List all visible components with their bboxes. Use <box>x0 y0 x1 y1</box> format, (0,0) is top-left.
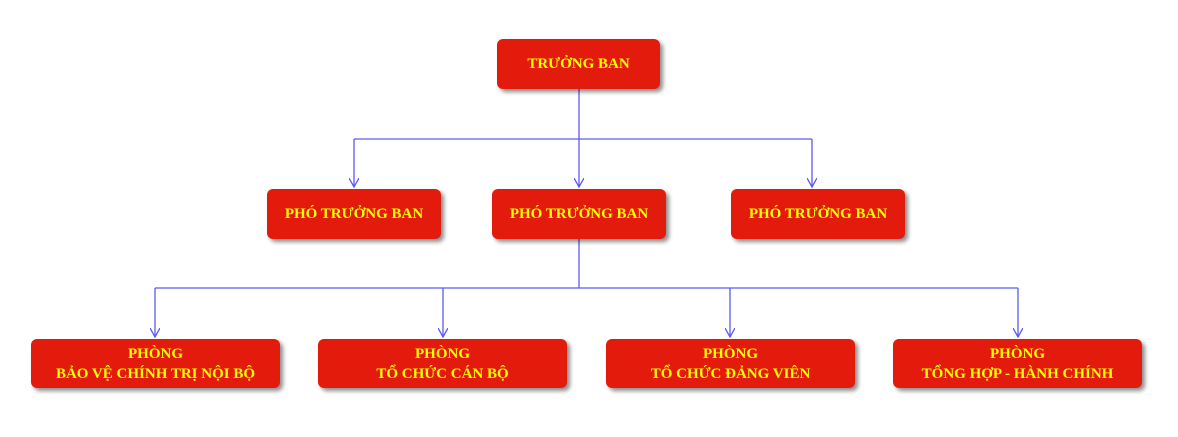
department-3-line2: TỔ CHỨC ĐẢNG VIÊN <box>650 365 811 382</box>
department-3-line1: PHÒNG <box>703 345 758 362</box>
deputy-label-3: PHÓ TRƯỞNG BAN <box>748 206 888 222</box>
department-1-line1: PHÒNG <box>128 345 183 362</box>
department-2-line1: PHÒNG <box>415 345 470 362</box>
head-label: TRƯỞNG BAN <box>527 56 630 72</box>
department-box-4: PHÒNG TỔNG HỢP - HÀNH CHÍNH <box>893 339 1142 388</box>
deputy-box-1: PHÓ TRƯỞNG BAN <box>267 189 441 239</box>
department-box-2: PHÒNG TỔ CHỨC CÁN BỘ <box>318 339 567 388</box>
department-2-line2: TỔ CHỨC CÁN BỘ <box>376 365 509 382</box>
department-1-line2: BẢO VỆ CHÍNH TRỊ NỘI BỘ <box>55 365 256 382</box>
department-box-1: PHÒNG BẢO VỆ CHÍNH TRỊ NỘI BỘ <box>31 339 280 388</box>
deputy-label-1: PHÓ TRƯỞNG BAN <box>284 206 424 222</box>
deputy-box-2: PHÓ TRƯỞNG BAN <box>492 189 666 239</box>
deputy-label-2: PHÓ TRƯỞNG BAN <box>509 206 649 222</box>
department-4-line2: TỔNG HỢP - HÀNH CHÍNH <box>921 365 1114 382</box>
department-4-line1: PHÒNG <box>990 345 1045 362</box>
deputy-box-3: PHÓ TRƯỞNG BAN <box>731 189 905 239</box>
head-box: TRƯỞNG BAN <box>497 39 660 89</box>
department-box-3: PHÒNG TỔ CHỨC ĐẢNG VIÊN <box>606 339 855 388</box>
